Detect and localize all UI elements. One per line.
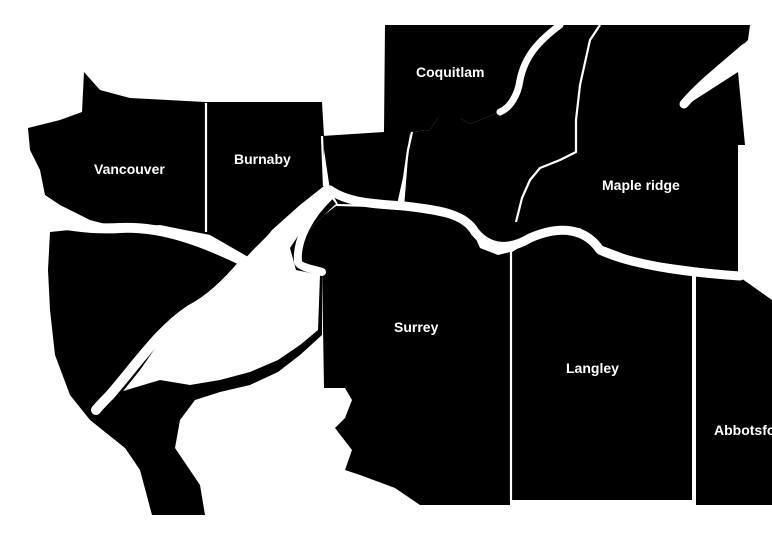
stave-lake [679,43,750,109]
burrard-inlet-spit [1,197,43,228]
label-vancouver: Vancouver [94,161,165,177]
region-richmond-delta[interactable] [48,196,336,515]
label-maple-ridge: Maple ridge [602,177,680,193]
border-pitt-meadows [514,24,601,223]
label-abbotsford: Abbotsfo [714,422,772,438]
fraser-river [13,210,250,415]
label-burnaby: Burnaby [234,151,291,167]
fraser-river-upper [243,185,745,281]
label-coquitlam: Coquitlam [416,64,484,80]
pitt-river [496,21,564,116]
region-abbotsford[interactable] [696,275,772,505]
border-coquitlam-mapleridge [396,131,414,206]
region-vancouver-burnaby[interactable] [28,72,324,258]
region-surrey[interactable] [298,206,510,505]
region-langley[interactable] [512,230,692,500]
river-arm [293,192,334,276]
border-burnaby-coquitlam [320,135,326,187]
label-langley: Langley [566,360,619,376]
label-surrey: Surrey [394,319,439,335]
region-coquitlam[interactable] [322,25,560,205]
